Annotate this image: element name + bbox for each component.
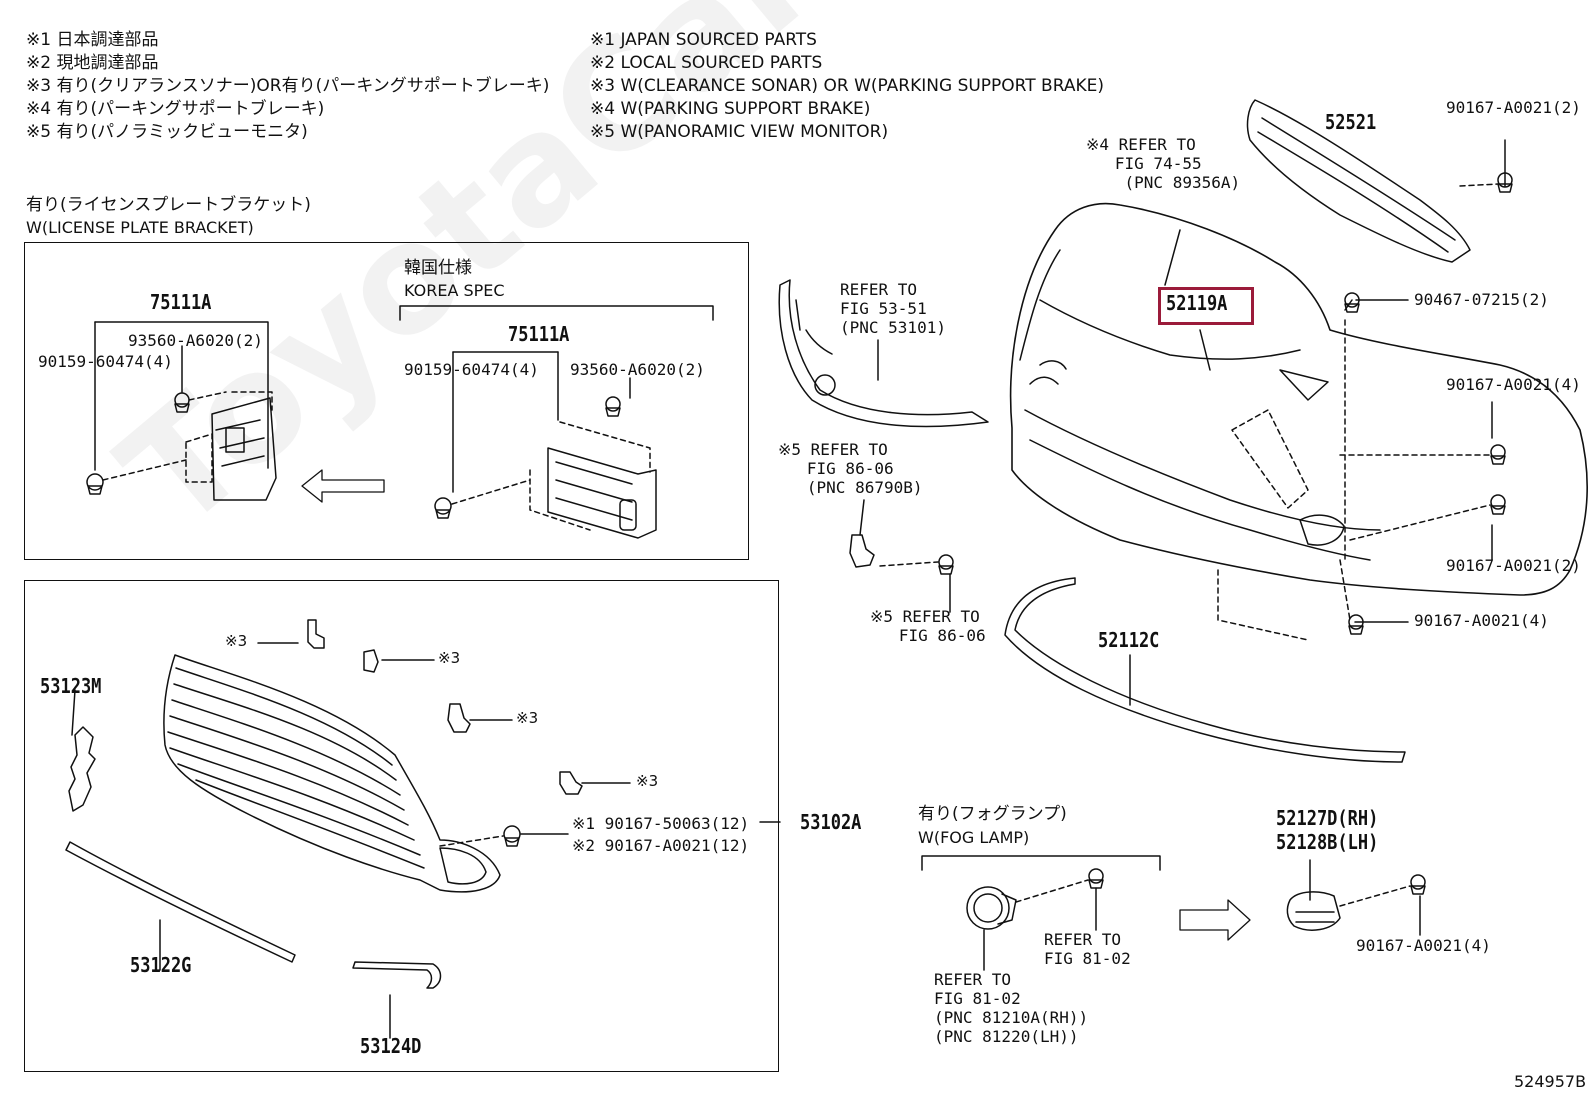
- part-75111A-left[interactable]: 75111A: [150, 290, 212, 314]
- part-53102A[interactable]: 53102A: [800, 810, 862, 834]
- note-jp-5: ※5 有り(パノラミックビューモニタ): [26, 122, 308, 142]
- korea-title-en: KOREA SPEC: [404, 281, 505, 300]
- note-ref-3-d: ※3: [636, 772, 659, 790]
- part-52119A[interactable]: 52119A: [1166, 291, 1228, 315]
- part-90167-A0021-4-bottom[interactable]: 90167-A0021(4): [1414, 611, 1549, 630]
- highlight-52119A: [1158, 287, 1254, 325]
- note-en-1: ※1 JAPAN SOURCED PARTS: [590, 30, 817, 50]
- bumper-cover-drawing: [1009, 202, 1588, 596]
- part-53122G[interactable]: 53122G: [130, 953, 192, 977]
- part-93560-korea[interactable]: 93560-A6020(2): [570, 360, 705, 379]
- note-jp-4: ※4 有り(パーキングサポートブレーキ): [26, 99, 325, 119]
- part-90167-A0021-2-right[interactable]: 90167-A0021(2): [1446, 556, 1581, 575]
- part-90167-A0021-4-fog[interactable]: 90167-A0021(4): [1356, 936, 1491, 955]
- note-jp-3: ※3 有り(クリアランスソナー)OR有り(パーキングサポートブレーキ): [26, 76, 550, 96]
- part-52128B-LH[interactable]: 52128B(LH): [1276, 830, 1379, 854]
- note-jp-1: ※1 日本調達部品: [26, 30, 159, 50]
- note-en-5: ※5 W(PANORAMIC VIEW MONITOR): [590, 122, 889, 142]
- refer-fig-86-06-a[interactable]: ※5 REFER TO FIG 86-06 (PNC 86790B): [778, 440, 923, 497]
- license-plate-box: [24, 242, 749, 560]
- part-90159-korea[interactable]: 90159-60474(4): [404, 360, 539, 379]
- grille-box: [24, 580, 779, 1072]
- part-90159-left[interactable]: 90159-60474(4): [38, 352, 173, 371]
- part-90167-A0021-4-right[interactable]: 90167-A0021(4): [1446, 375, 1581, 394]
- license-title-en: W(LICENSE PLATE BRACKET): [26, 218, 254, 237]
- korea-title-jp: 韓国仕様: [404, 258, 472, 278]
- part-52127D-RH[interactable]: 52127D(RH): [1276, 806, 1379, 830]
- part-90167-A0021-12[interactable]: ※2 90167-A0021(12): [572, 836, 750, 855]
- fog-title-en: W(FOG LAMP): [918, 828, 1030, 847]
- refer-fig-53-51[interactable]: REFER TO FIG 53-51 (PNC 53101): [840, 280, 946, 337]
- part-90167-50063[interactable]: ※1 90167-50063(12): [572, 814, 750, 833]
- part-53123M[interactable]: 53123M: [40, 674, 102, 698]
- part-75111A-korea[interactable]: 75111A: [508, 322, 570, 346]
- refer-fig-81-02-a[interactable]: REFER TO FIG 81-02: [1044, 930, 1131, 968]
- lower-molding-drawing: [1004, 577, 1406, 763]
- part-52112C[interactable]: 52112C: [1098, 628, 1160, 652]
- note-en-4: ※4 W(PARKING SUPPORT BRAKE): [590, 99, 871, 119]
- upper-trim-drawing: [778, 279, 989, 428]
- part-90167-top[interactable]: 90167-A0021(2): [1446, 98, 1581, 117]
- grille-drawing: [65, 619, 781, 1039]
- note-en-3: ※3 W(CLEARANCE SONAR) OR W(PARKING SUPPO…: [590, 76, 1104, 96]
- note-en-2: ※2 LOCAL SOURCED PARTS: [590, 53, 823, 73]
- diagram-id: 524957B: [1514, 1072, 1587, 1091]
- note-jp-2: ※2 現地調達部品: [26, 53, 159, 73]
- refer-fig-74-55[interactable]: ※4 REFER TO FIG 74-55 (PNC 89356A): [1086, 135, 1241, 192]
- license-bracket-korea-drawing: [434, 351, 657, 539]
- note-ref-3-b: ※3: [438, 649, 461, 667]
- refer-fig-86-06-b[interactable]: ※5 REFER TO FIG 86-06: [870, 607, 986, 645]
- refer-fig-81-02-b[interactable]: REFER TO FIG 81-02 (PNC 81210A(RH)) (PNC…: [934, 970, 1089, 1046]
- license-bracket-left-drawing: [86, 321, 277, 501]
- absorber-52521-drawing: [1246, 99, 1471, 263]
- part-93560-left[interactable]: 93560-A6020(2): [128, 331, 263, 350]
- fog-title-jp: 有り(フォグランプ): [918, 804, 1067, 824]
- part-53124D[interactable]: 53124D: [360, 1034, 422, 1058]
- part-52521[interactable]: 52521: [1325, 110, 1377, 134]
- part-90467-07215[interactable]: 90467-07215(2): [1414, 290, 1549, 309]
- note-ref-3-a: ※3: [225, 632, 248, 650]
- note-ref-3-c: ※3: [516, 709, 539, 727]
- license-title-jp: 有り(ライセンスプレートブラケット): [26, 195, 311, 215]
